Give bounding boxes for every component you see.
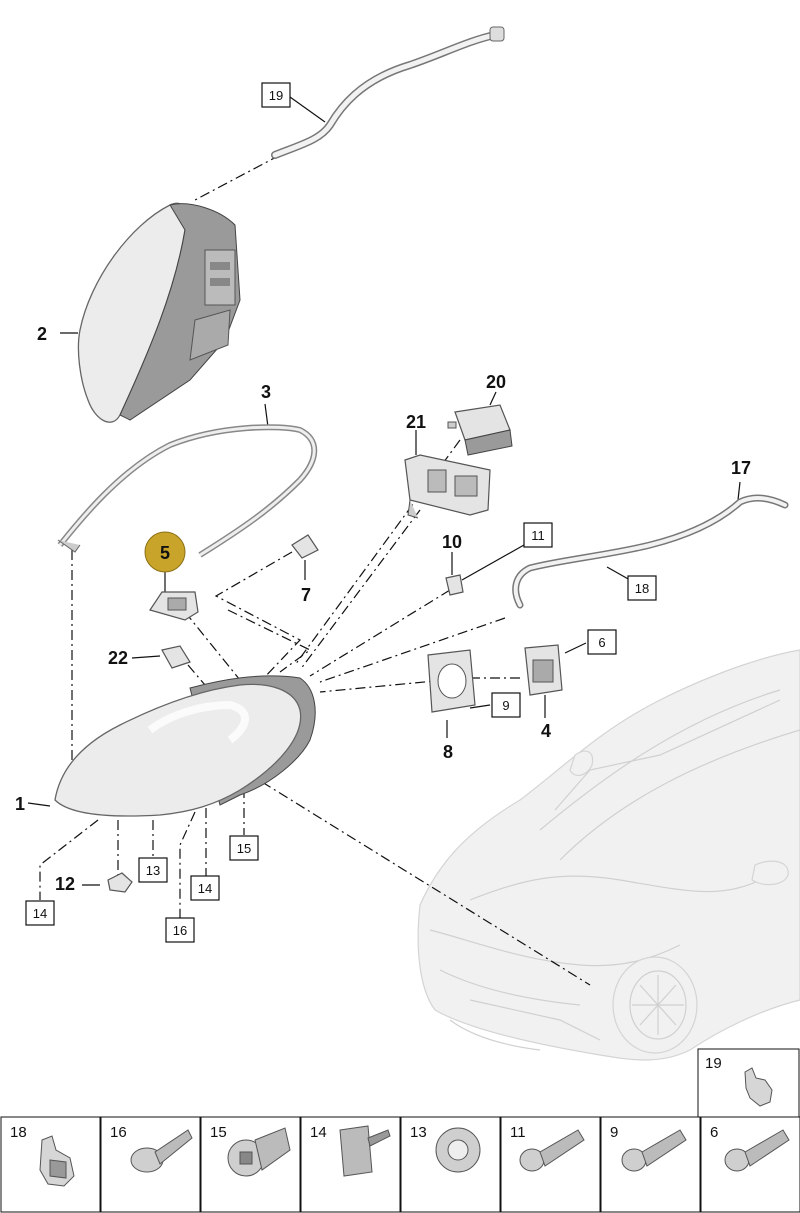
headlamp-seal-trim [57,424,318,558]
callouts: 1 2 3 4 7 8 10 12 17 20 21 22 [15,324,751,894]
boxed-callout-9[interactable]: 9 [491,692,521,718]
legend-part-nut-15 [227,1127,291,1177]
washer-hose-top [271,26,505,159]
legend-cell-9[interactable]: 9 [600,1116,701,1213]
boxed-callout-16[interactable]: 16 [165,917,195,943]
boxed-callout-18[interactable]: 18 [627,575,657,601]
svg-text:19: 19 [269,88,283,103]
boxed-callout-14-right[interactable]: 14 [190,875,220,901]
boxed-callout-6[interactable]: 6 [587,629,617,655]
legend-part-screw-6 [724,1129,790,1172]
callout-2[interactable]: 2 [37,324,47,344]
legend-part-bolt-16 [130,1129,193,1173]
legend-cell-label: 18 [10,1124,27,1141]
component-7 [291,534,319,559]
callout-1[interactable]: 1 [15,794,25,814]
legend-part-screw-9 [621,1129,687,1172]
svg-text:13: 13 [146,863,160,878]
module-4 [524,644,563,696]
module-5 [149,591,199,621]
callout-21[interactable]: 21 [406,412,426,432]
svg-text:16: 16 [173,923,187,938]
legend-cell-11[interactable]: 11 [500,1116,601,1213]
svg-text:19: 19 [705,1055,722,1072]
boxed-callout-14-left[interactable]: 14 [25,900,55,926]
legend-cell-label: 9 [610,1124,618,1141]
callout-4[interactable]: 4 [541,721,551,741]
bracket-21 [404,454,491,519]
callout-12[interactable]: 12 [55,874,75,894]
svg-text:9: 9 [502,698,509,713]
legend-cell-label: 16 [110,1124,127,1141]
boxed-callouts: 19 11 18 6 9 13 15 14 [25,82,657,943]
boxed-callout-15[interactable]: 15 [229,835,259,861]
legend-cell-label: 15 [210,1124,227,1141]
callout-20[interactable]: 20 [486,372,506,392]
legend-cell-label: 6 [710,1124,718,1141]
svg-text:18: 18 [635,581,649,596]
svg-text:14: 14 [33,906,47,921]
svg-text:11: 11 [531,528,545,543]
headlamp-housing-rear [77,202,241,423]
washer-hose-17 [512,494,789,609]
callout-7[interactable]: 7 [301,585,311,605]
callout-22[interactable]: 22 [108,648,128,668]
legend-part-clip-18 [39,1135,75,1187]
fastener-legend: 19 18 16 15 14 13 11 9 6 [0,1048,800,1213]
legend-part-washer-13 [435,1127,481,1173]
headlamp-assembly [54,675,316,817]
svg-text:6: 6 [598,635,605,650]
svg-text:14: 14 [198,881,212,896]
callout-3[interactable]: 3 [261,382,271,402]
legend-cell-label: 13 [410,1124,427,1141]
callout-10[interactable]: 10 [442,532,462,552]
boxed-callout-19[interactable]: 19 [261,82,291,108]
legend-part-screw-11 [519,1129,585,1172]
svg-text:15: 15 [237,841,251,856]
component-22 [161,645,191,669]
highlight-callout-5[interactable]: 5 [144,531,186,573]
boxed-callout-11[interactable]: 11 [523,522,553,548]
legend-cell-label: 14 [310,1124,327,1141]
vehicle-illustration [417,649,800,1061]
legend-cell-top[interactable]: 19 [697,1048,800,1118]
legend-cell-label: 11 [510,1124,526,1141]
mount-ring-8 [427,649,476,713]
boxed-callout-13[interactable]: 13 [138,857,168,883]
callout-17[interactable]: 17 [731,458,751,478]
callout-5-label: 5 [160,543,170,563]
legend-part-plate-14 [339,1125,391,1177]
nut-12 [107,872,133,893]
component-10 [445,574,464,596]
control-unit-20 [447,404,513,456]
callout-8[interactable]: 8 [443,742,453,762]
